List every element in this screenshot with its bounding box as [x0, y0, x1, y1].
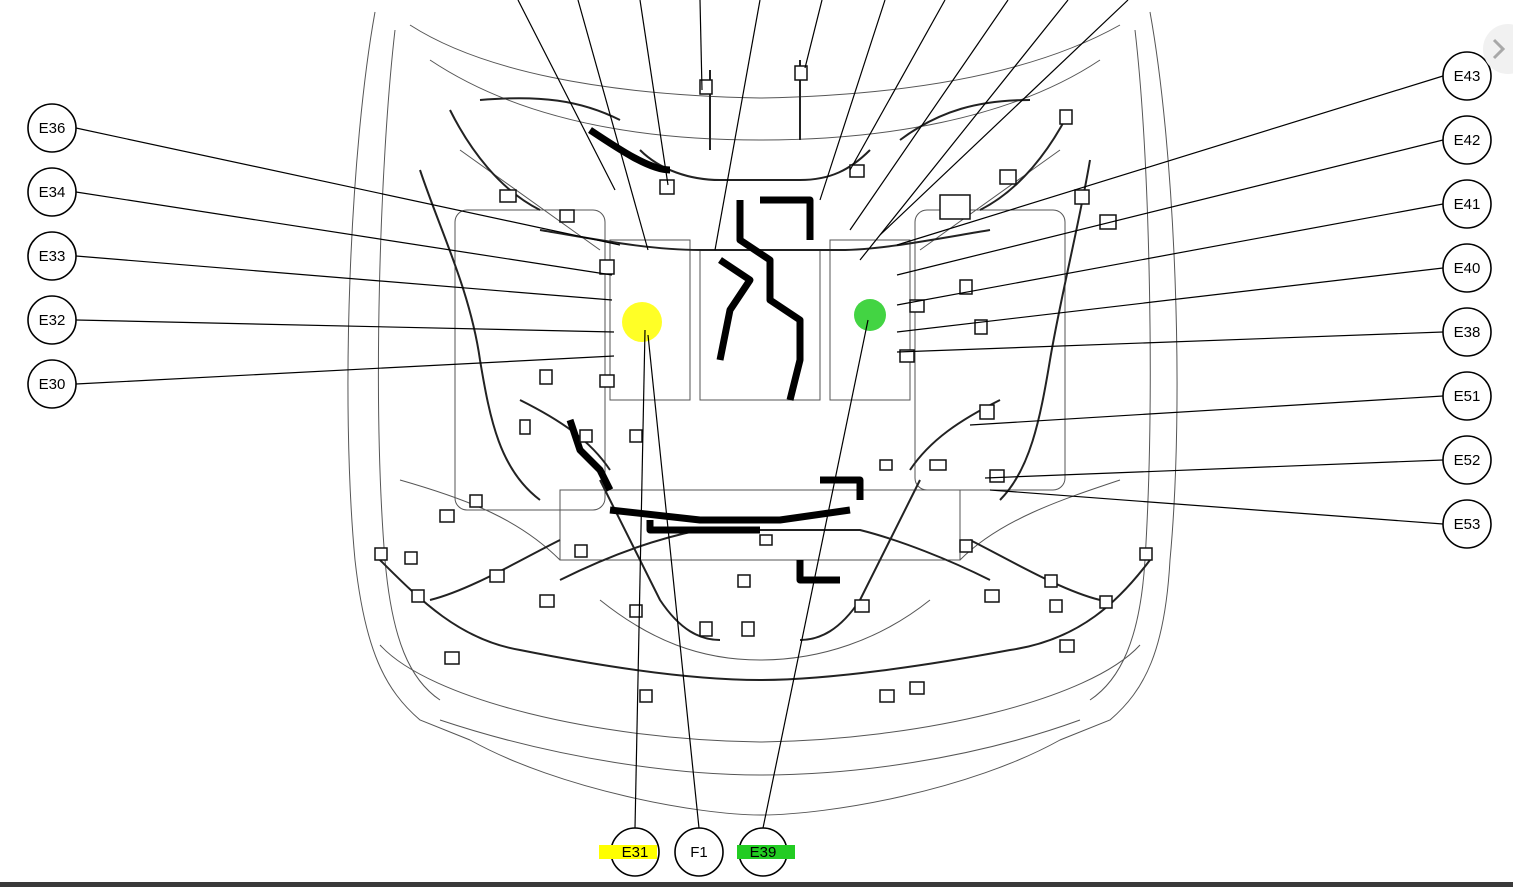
callout-e40-label: E40 [1454, 260, 1481, 277]
callout-f1-label: F1 [690, 844, 708, 861]
callout-f1[interactable]: F1 [674, 827, 724, 877]
callout-e31[interactable]: E31 [599, 827, 660, 877]
callout-e36[interactable]: E36 [27, 103, 77, 153]
callout-e38-label: E38 [1454, 324, 1481, 341]
callout-e43-label: E43 [1454, 68, 1481, 85]
chevron-right-icon [1492, 38, 1506, 60]
callout-e41[interactable]: E41 [1442, 179, 1492, 229]
callout-e30-label: E30 [39, 376, 66, 393]
callout-e30[interactable]: E30 [27, 359, 77, 409]
e31-highlight [599, 845, 657, 859]
callout-e41-label: E41 [1454, 196, 1481, 213]
callout-e32[interactable]: E32 [27, 295, 77, 345]
vehicle-body-outline [347, 11, 1178, 816]
bottom-scrollbar[interactable] [0, 882, 1513, 887]
callout-e42[interactable]: E42 [1442, 115, 1492, 165]
callout-e38[interactable]: E38 [1442, 307, 1492, 357]
callout-e43[interactable]: E43 [1442, 51, 1492, 101]
callout-leader-lines [75, 0, 1444, 829]
callout-e34-label: E34 [39, 184, 66, 201]
callout-e31-label: E31 [622, 844, 649, 861]
callout-e52-label: E52 [1454, 452, 1481, 469]
callout-e32-label: E32 [39, 312, 66, 329]
callout-e39-label: E39 [750, 844, 777, 861]
callout-e33-label: E33 [39, 248, 66, 265]
callout-e33[interactable]: E33 [27, 231, 77, 281]
e31-location-marker [622, 302, 662, 342]
callout-e42-label: E42 [1454, 132, 1481, 149]
callout-e53-label: E53 [1454, 516, 1481, 533]
callout-e51[interactable]: E51 [1442, 371, 1492, 421]
callout-e34[interactable]: E34 [27, 167, 77, 217]
callout-e51-label: E51 [1454, 388, 1481, 405]
callout-e36-label: E36 [39, 120, 66, 137]
wire-harness-thin [379, 60, 1151, 682]
callout-e53[interactable]: E53 [1442, 499, 1492, 549]
e39-highlight [737, 845, 795, 859]
connector-blocks [374, 65, 1153, 703]
wire-harness-bold [566, 127, 864, 584]
callout-e40[interactable]: E40 [1442, 243, 1492, 293]
callout-e52[interactable]: E52 [1442, 435, 1492, 485]
e39-location-marker [854, 299, 886, 331]
callout-e39[interactable]: E39 [737, 827, 795, 877]
